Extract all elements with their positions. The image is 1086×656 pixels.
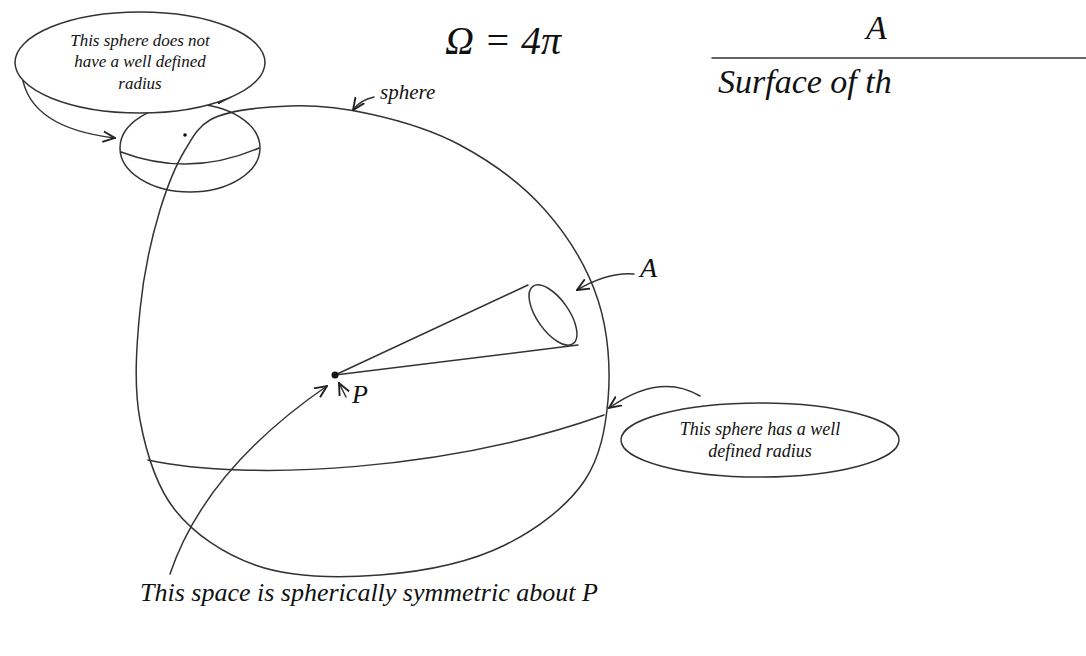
- formula-text: A: [866, 8, 887, 47]
- small-sphere-equator: [121, 148, 259, 164]
- fraction-bar: [712, 57, 1086, 59]
- speech-bubble: This sphere does not have a well defined…: [14, 11, 266, 114]
- annotation-label: sphere: [380, 80, 435, 104]
- point-p: [332, 372, 339, 379]
- leader-arrow: [339, 383, 346, 397]
- cone-line: [335, 285, 528, 375]
- cone-cap: [520, 277, 586, 353]
- small-sphere-center: [183, 133, 187, 137]
- annotation-label: P: [352, 380, 368, 410]
- annotation-label: A: [640, 252, 657, 284]
- formula-text: Ω = 4π: [445, 18, 561, 64]
- bubble-ellipse: [15, 12, 265, 113]
- bubble-text: This sphere has a well defined radius: [665, 418, 855, 463]
- speech-bubble: This sphere has a well defined radius: [620, 402, 900, 478]
- bubble-text: This sphere does not have a well defined…: [55, 30, 225, 94]
- big-sphere-outline: [136, 106, 609, 577]
- annotation-label: This space is spherically symmetric abou…: [140, 578, 598, 608]
- leader-arrow: [609, 386, 700, 408]
- leader-arrow: [170, 386, 327, 574]
- big-sphere-equator: [148, 415, 604, 470]
- cone-line: [335, 345, 578, 375]
- formula-text: Surface of th: [718, 62, 892, 101]
- bubble-ellipse: [621, 403, 899, 477]
- small-sphere-outline: [120, 104, 260, 192]
- leader-arrow: [577, 274, 634, 290]
- leader-arrow: [353, 97, 374, 110]
- bubble-outline: [620, 402, 900, 478]
